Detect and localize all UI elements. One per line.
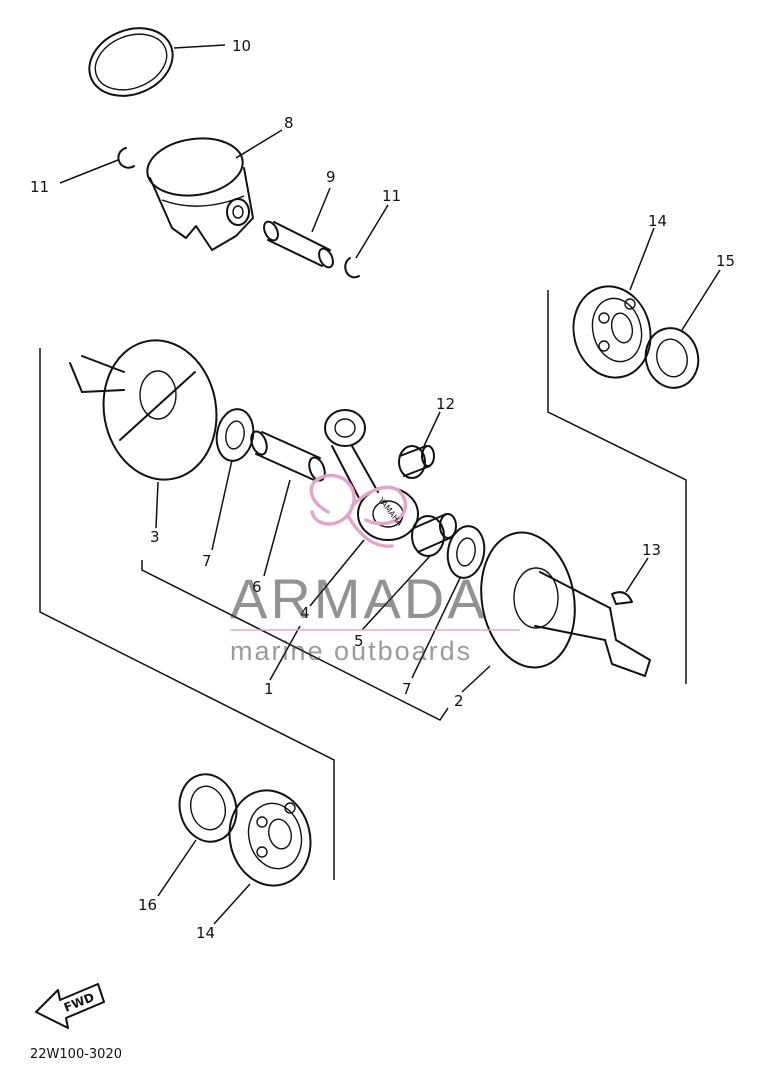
oil-seal-right [644,269,721,389]
oil-seal-left [157,773,238,897]
thrust-washer-right [411,525,486,679]
thrust-washer-left [211,408,255,551]
callout-14-left: 14 [196,924,215,942]
piston-pin-clip-left [59,147,135,184]
crank-half-right [461,531,651,693]
callout-1: 1 [264,680,274,698]
callout-10: 10 [232,37,251,55]
callout-3: 3 [150,528,160,546]
diagram-code: 22W100-3020 [30,1047,122,1062]
piston [146,129,283,251]
callout-7-upper: 7 [202,552,212,570]
callout-4: 4 [300,604,310,622]
crankshaft-assembly-bracket [39,290,687,880]
small-end-bearing [398,411,441,479]
callout-15: 15 [716,252,735,270]
callout-labels: 10 8 11 9 11 14 15 12 13 3 7 6 4 5 1 7 2… [30,37,735,942]
woodruff-key [611,557,649,605]
callout-11-left: 11 [30,178,49,196]
callout-7-lower: 7 [402,680,412,698]
callout-8: 8 [284,114,294,132]
crank-half-left [69,339,218,529]
piston-pin [263,187,334,269]
big-end-bearing [361,513,457,631]
fwd-label: FWD [62,990,96,1015]
piston-ring [88,27,226,97]
crank-pin [250,430,326,577]
crank-bearing-left [213,789,312,925]
piston-pin-clip-right [344,204,389,279]
armada-watermark: ARMADA marine outboards [230,473,520,666]
callout-6: 6 [252,578,262,596]
callout-16: 16 [138,896,157,914]
watermark-tagline: marine outboards [230,636,472,666]
callout-13: 13 [642,541,661,559]
callout-11-right: 11 [382,187,401,205]
watermark-brand: ARMADA [230,567,488,630]
callout-14-right: 14 [648,212,667,230]
callout-2: 2 [454,692,464,710]
watermark-swirl-icon [309,473,408,548]
callout-12: 12 [436,395,455,413]
callout-5: 5 [354,632,364,650]
crank-bearing-right [572,227,655,379]
callout-9: 9 [326,168,336,186]
fwd-arrow-icon: FWD [35,983,105,1029]
